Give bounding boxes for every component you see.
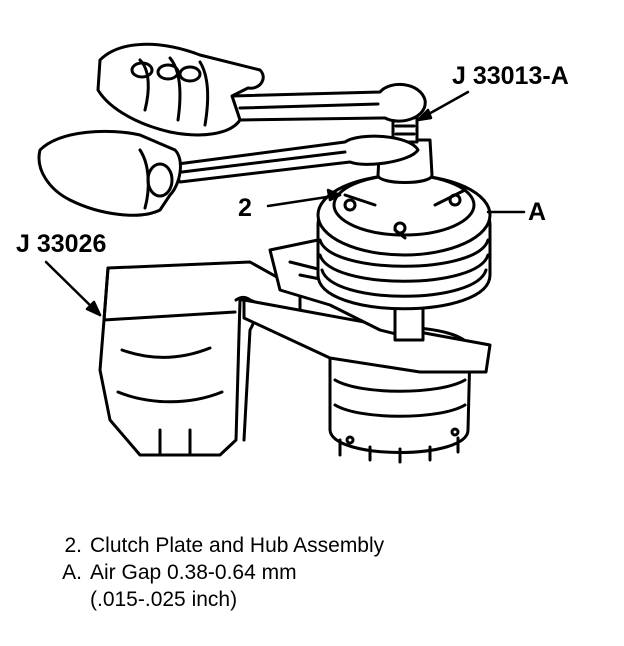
legend-text: Air Gap 0.38-0.64 mm xyxy=(90,561,297,584)
legend-key: 2. xyxy=(64,534,82,557)
clutch-pulley xyxy=(316,173,492,311)
upper-wrench xyxy=(230,82,427,123)
upper-hand xyxy=(96,42,265,137)
legend-key: A. xyxy=(62,561,82,584)
legend: 2. Clutch Plate and Hub Assembly A. Air … xyxy=(48,532,384,613)
callout-j33026: J 33026 xyxy=(16,230,107,258)
callout-item-2: 2 xyxy=(238,194,252,222)
holding-fixture-j33026 xyxy=(98,260,302,457)
legend-text: Clutch Plate and Hub Assembly xyxy=(90,534,385,557)
leader-lines xyxy=(44,90,526,317)
legend-text-continuation: (.015-.025 inch) xyxy=(90,588,238,611)
legend-item-2: 2. Clutch Plate and Hub Assembly xyxy=(48,532,384,559)
lower-wrench xyxy=(168,134,420,184)
callout-item-a: A xyxy=(528,198,547,226)
lower-hand xyxy=(37,129,182,217)
callout-j33013a: J 33013-A xyxy=(452,62,569,90)
legend-item-a-continuation: (.015-.025 inch) xyxy=(48,586,384,613)
legend-item-a: A. Air Gap 0.38-0.64 mm xyxy=(48,559,384,586)
